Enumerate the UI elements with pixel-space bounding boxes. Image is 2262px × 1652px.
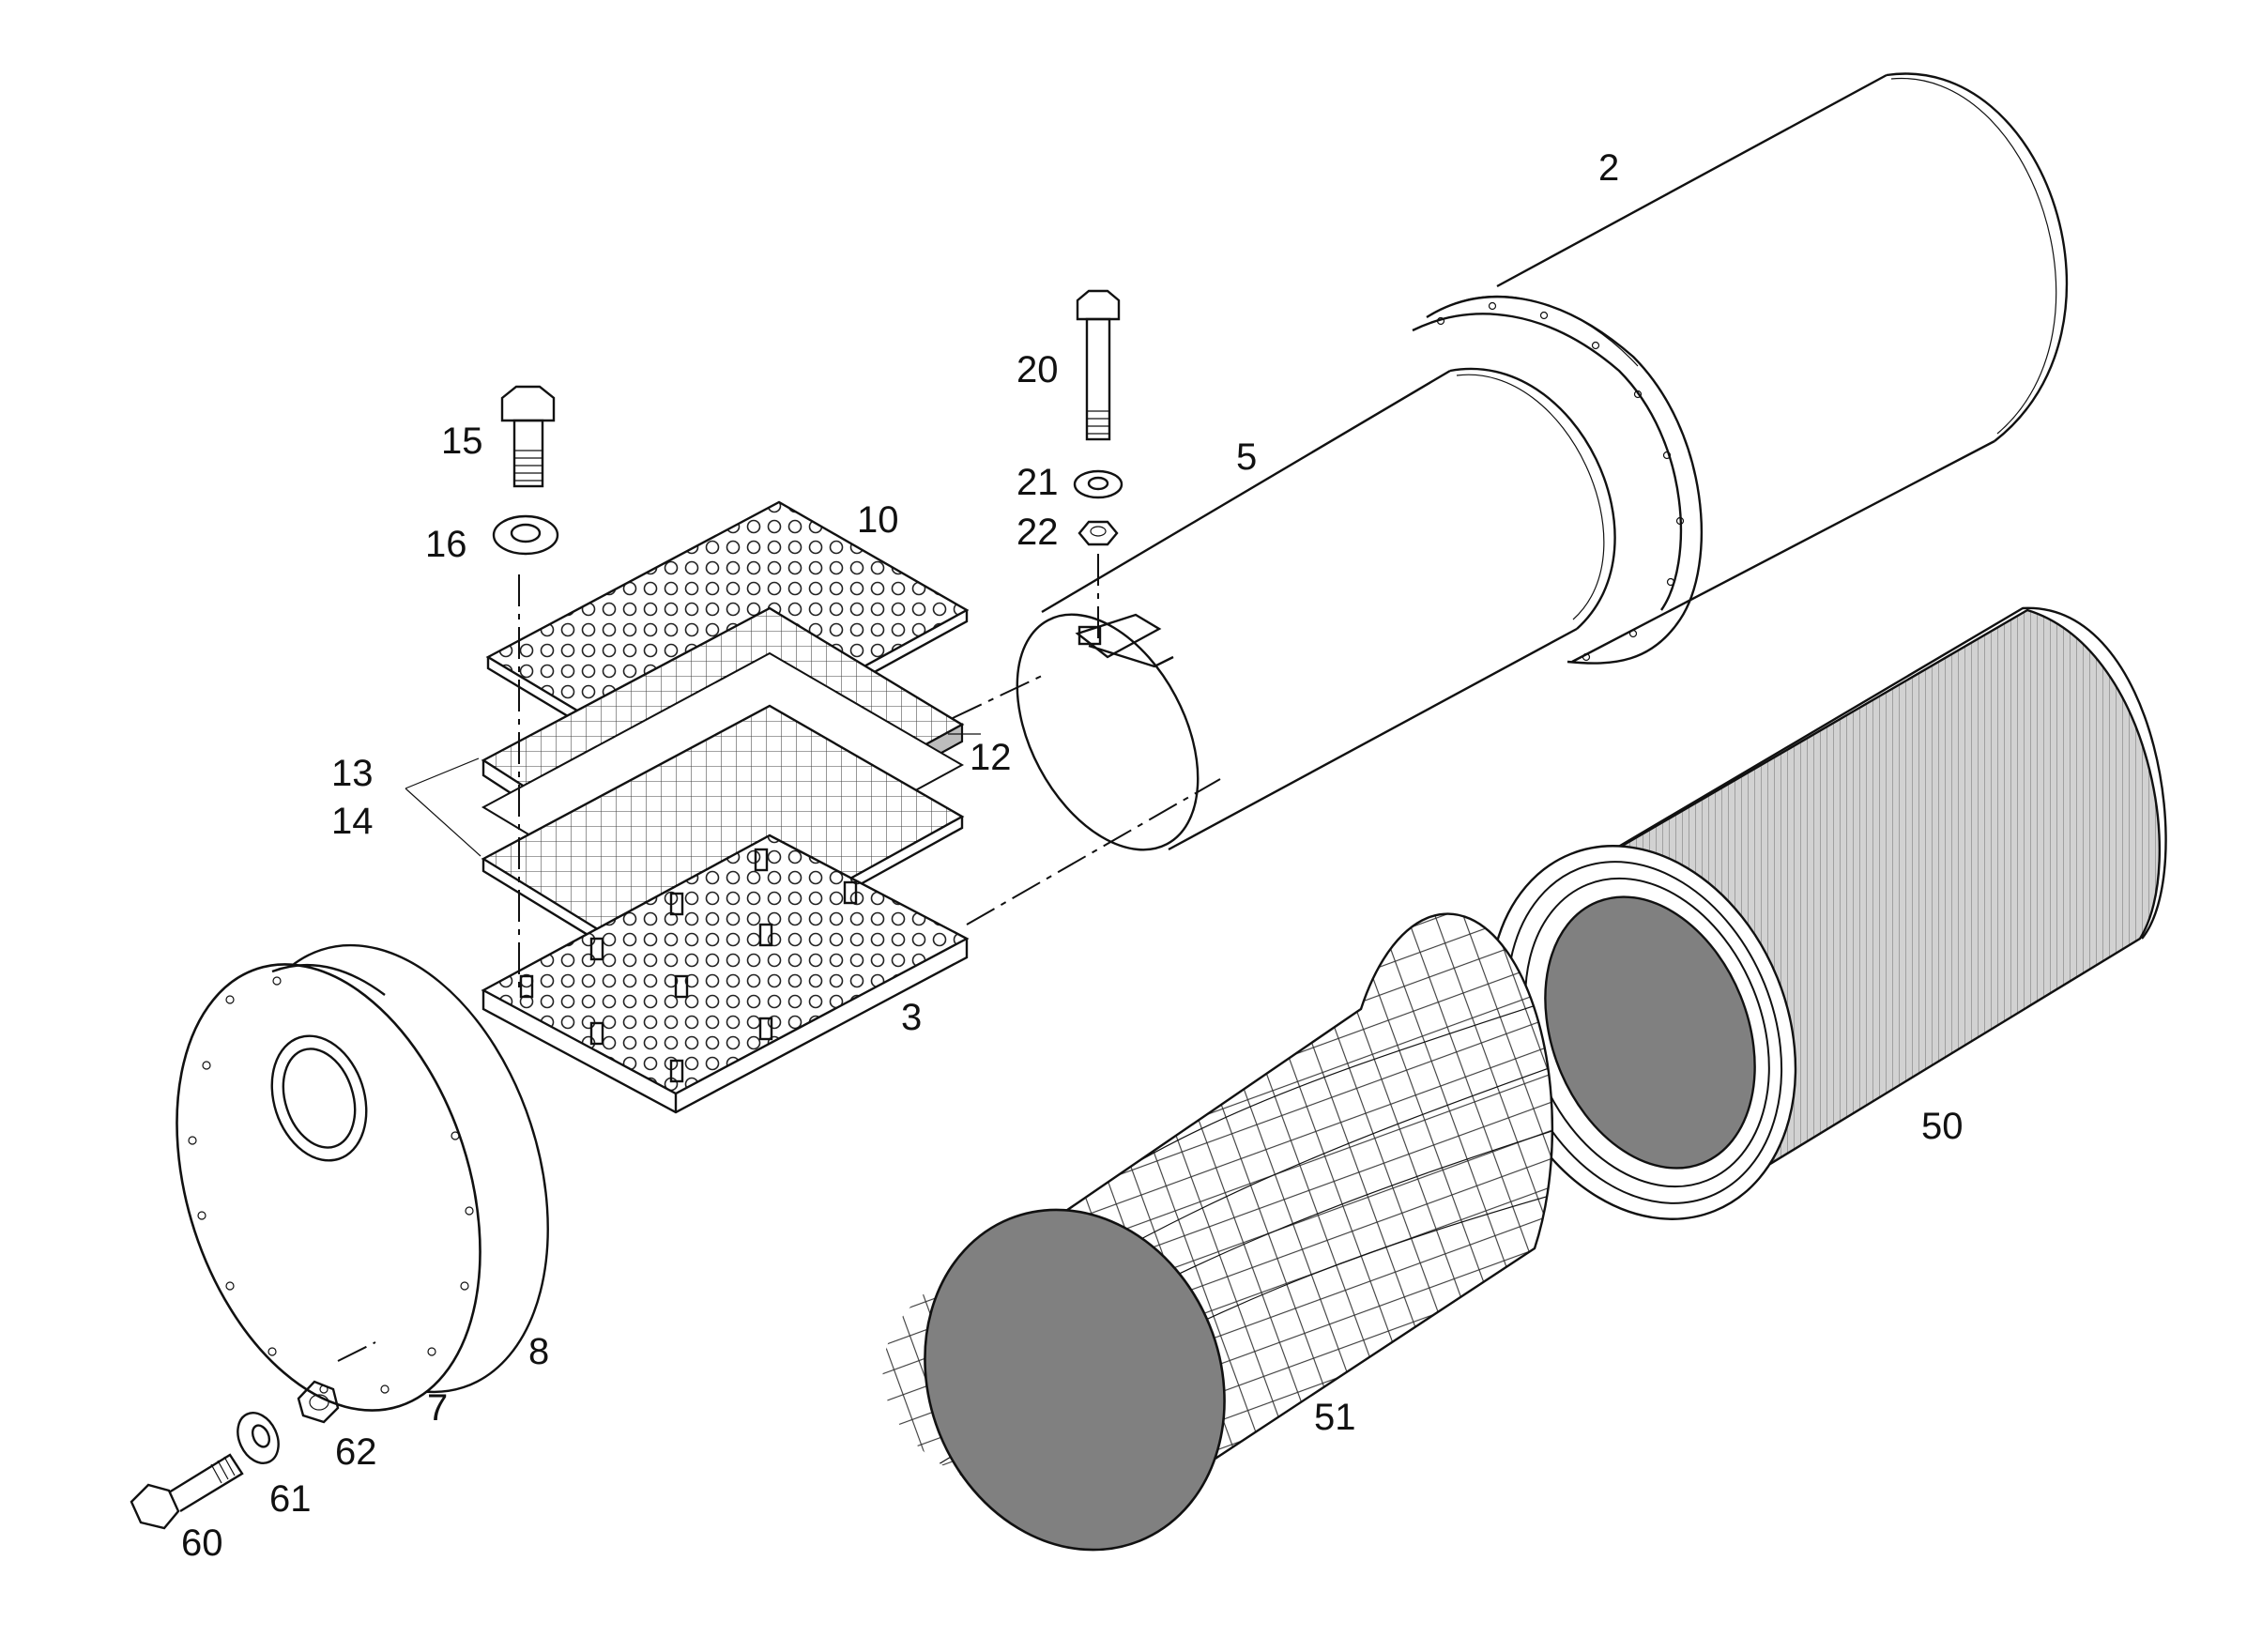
callout-13: 13 <box>331 753 374 794</box>
callout-7: 7 <box>427 1387 448 1429</box>
callout-12: 12 <box>970 737 1012 778</box>
leader-lines <box>405 733 981 857</box>
callout-62: 62 <box>335 1431 377 1473</box>
callout-61: 61 <box>269 1478 312 1520</box>
washer-16 <box>492 514 559 556</box>
bolt-15 <box>500 385 556 488</box>
callout-16: 16 <box>425 524 467 565</box>
outer-housing <box>1412 72 2069 665</box>
bolt-20 <box>1076 289 1121 441</box>
callout-14: 14 <box>331 801 374 842</box>
pleated-filter-cartridge <box>1488 606 2167 1220</box>
callout-8: 8 <box>528 1331 549 1372</box>
callout-15: 15 <box>441 421 483 462</box>
standoffs <box>519 848 858 1083</box>
callout-21: 21 <box>1016 462 1059 503</box>
bolt-60 <box>130 1453 244 1530</box>
nut-62 <box>297 1380 340 1424</box>
callout-20: 20 <box>1016 349 1059 390</box>
washer-61 <box>237 1412 280 1464</box>
assembly-centerlines <box>337 554 1221 1362</box>
housing-flange-holes <box>1436 301 1685 662</box>
end-cover-7 <box>176 963 481 1412</box>
nut-22 <box>1078 520 1119 546</box>
base-plate <box>481 834 970 1114</box>
callout-3: 3 <box>901 997 922 1038</box>
callout-50: 50 <box>1921 1106 1964 1147</box>
washer-21 <box>1073 469 1123 499</box>
callout-22: 22 <box>1016 512 1059 553</box>
callout-5: 5 <box>1236 436 1257 478</box>
mesh-filter-element <box>882 912 1554 1552</box>
callout-60: 60 <box>181 1522 223 1564</box>
callout-51: 51 <box>1314 1397 1356 1438</box>
inner-tube <box>1016 367 1616 851</box>
callout-10: 10 <box>857 499 899 541</box>
callout-2: 2 <box>1598 147 1619 189</box>
callout-labels: 2 3 5 7 8 10 12 13 14 15 16 20 21 22 50 … <box>181 147 1964 1564</box>
cover-bolt-holes <box>188 976 474 1394</box>
